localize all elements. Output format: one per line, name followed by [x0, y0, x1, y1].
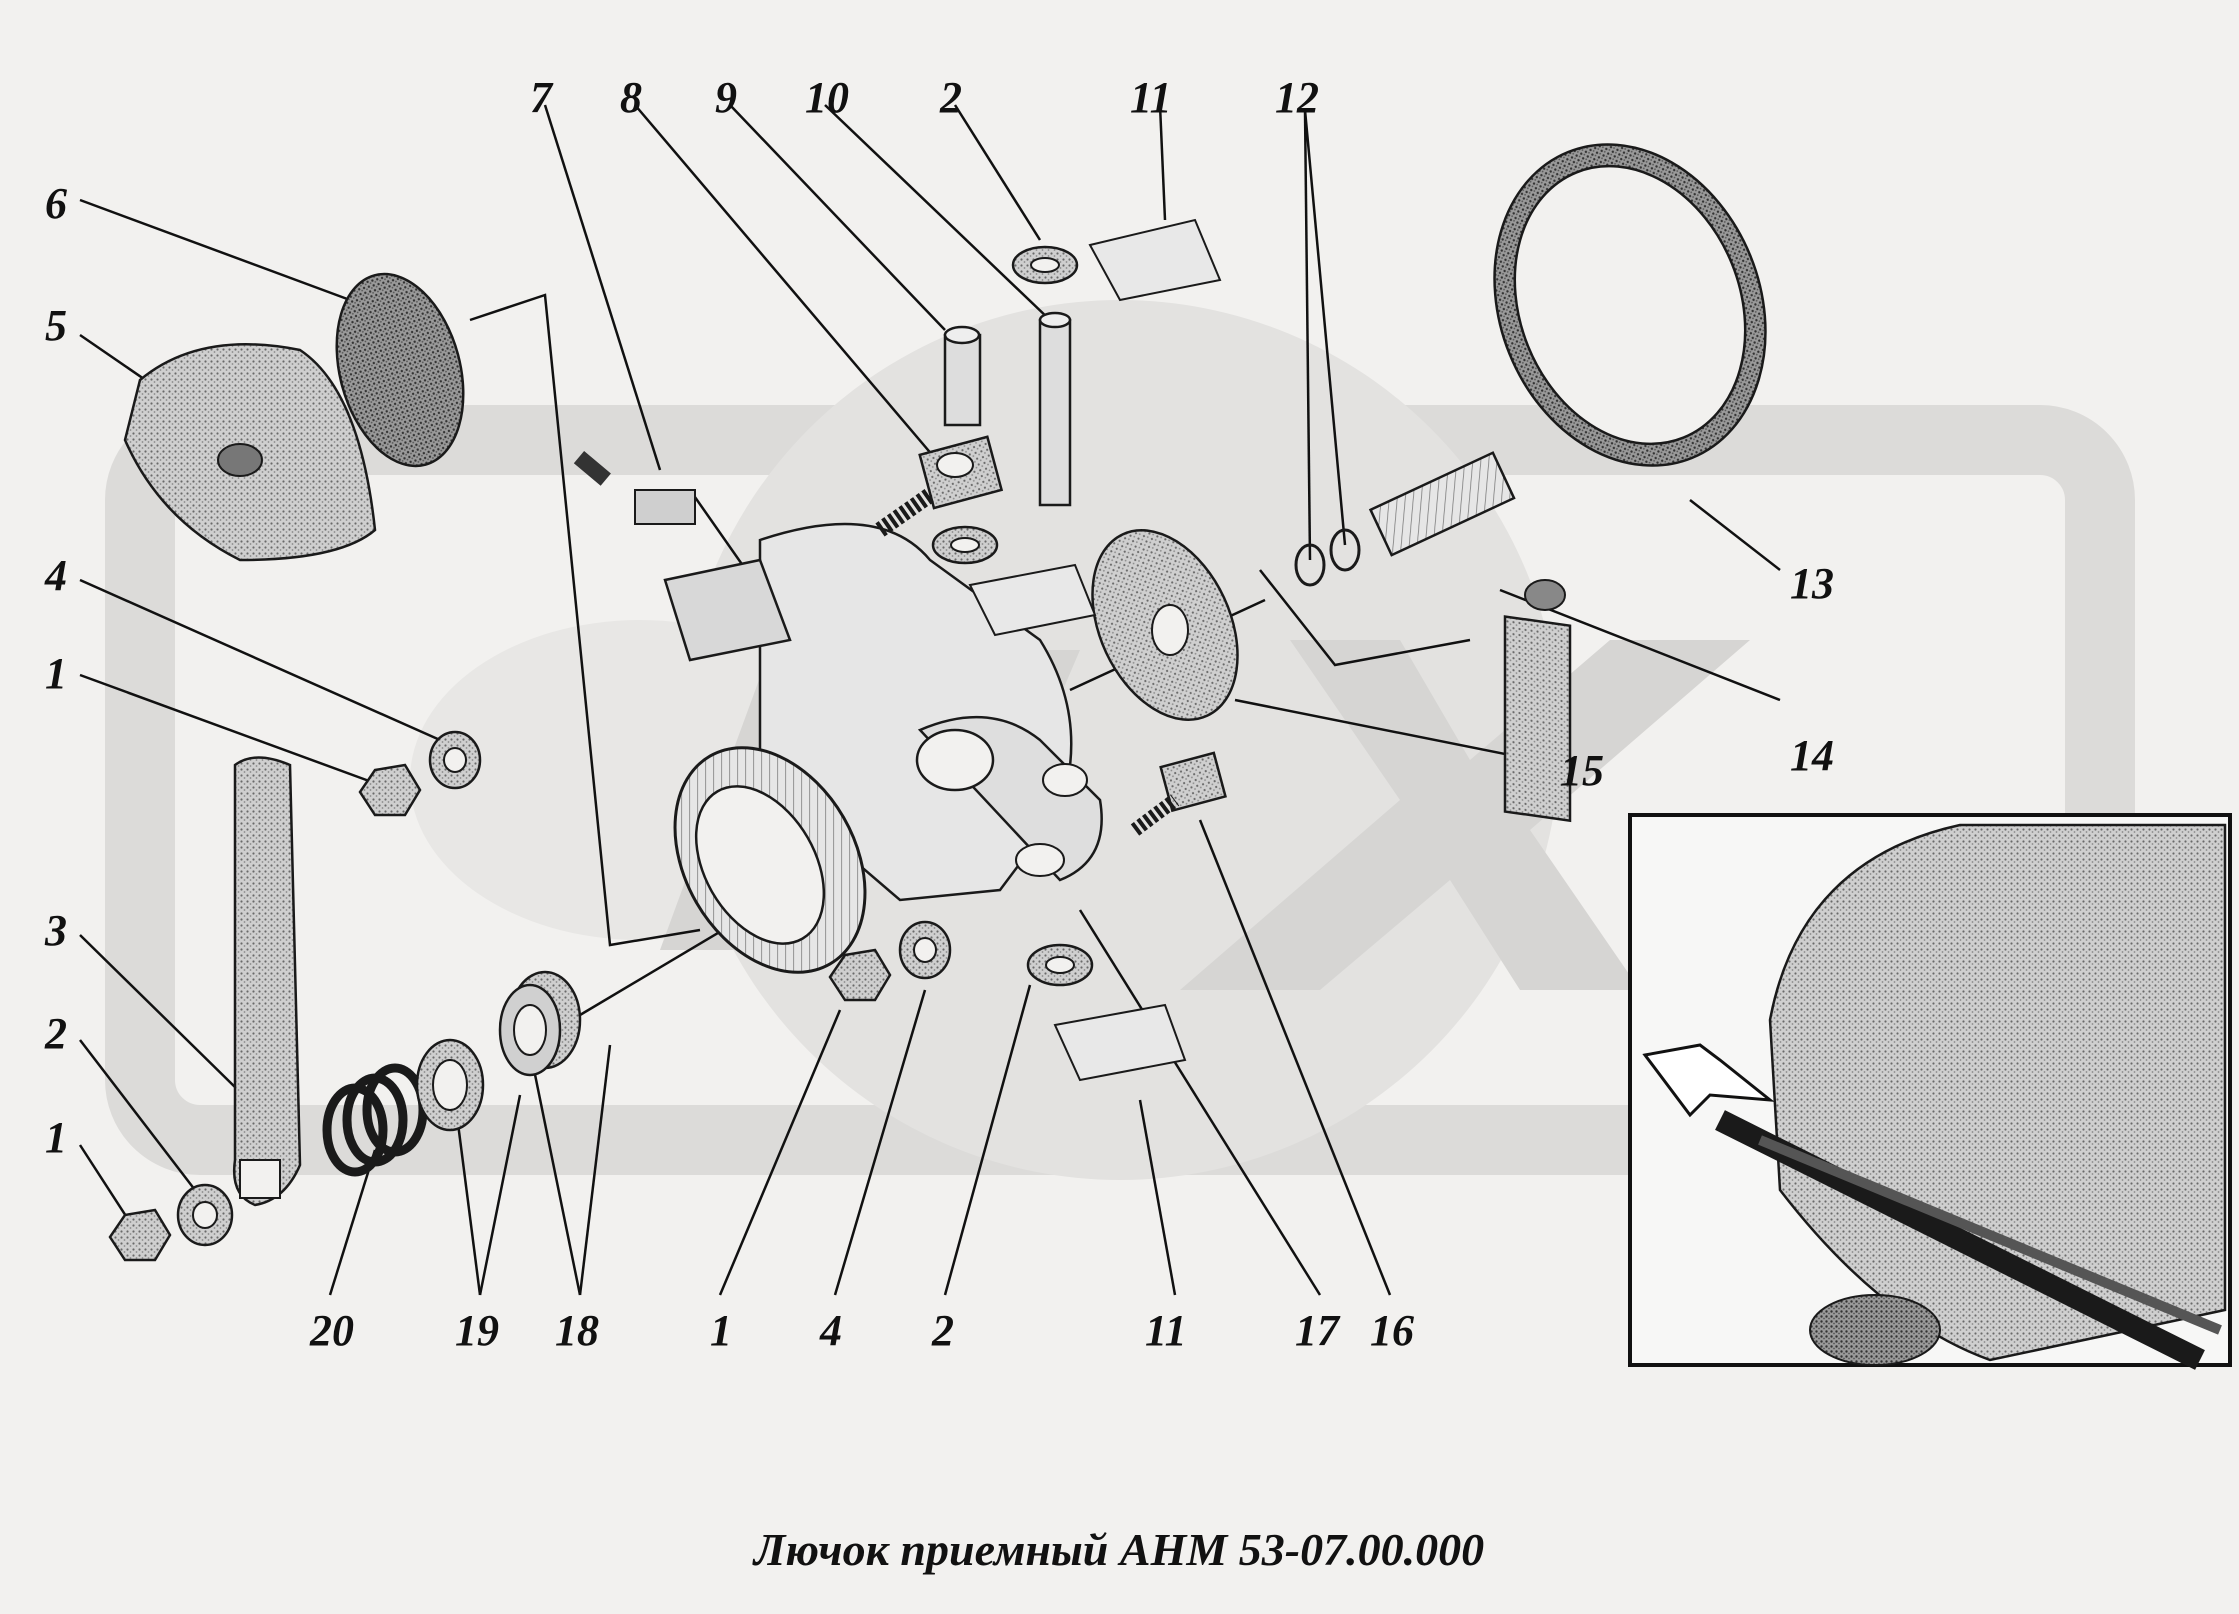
nuts [108, 763, 892, 1262]
callout-13: 13 [1790, 559, 1834, 608]
part-gasket-disk [335, 272, 465, 468]
washers [176, 245, 1094, 1247]
callout-5: 5 [45, 301, 67, 350]
callout-18: 18 [555, 1306, 599, 1355]
callout-20: 20 [309, 1306, 354, 1355]
diagram-title: Лючок приемный АНМ 53-07.00.000 [752, 1524, 1484, 1575]
callout-11-bottom: 11 [1145, 1306, 1187, 1355]
callout-4-bottom: 4 [819, 1306, 842, 1355]
callout-14: 14 [1790, 731, 1834, 780]
part-disk [1091, 529, 1239, 721]
callout-15: 15 [1560, 746, 1604, 795]
part-cover [123, 343, 377, 562]
callout-1-left: 1 [45, 649, 67, 698]
callout-16: 16 [1370, 1306, 1414, 1355]
callout-12: 12 [1275, 73, 1319, 122]
callout-labels: 7 8 9 10 2 11 12 6 5 4 1 3 2 1 13 14 15 … [44, 73, 1834, 1355]
part-valve [573, 450, 696, 525]
part-large-ring [1493, 143, 1767, 467]
callout-19: 19 [455, 1306, 499, 1355]
part-bushings [415, 1038, 485, 1132]
callout-4-left: 4 [44, 551, 67, 600]
callout-10: 10 [805, 73, 849, 122]
part-lever [232, 756, 302, 1207]
callout-2-bottom: 2 [931, 1306, 954, 1355]
callout-1-bottom-left: 1 [45, 1113, 67, 1162]
callout-8: 8 [620, 73, 642, 122]
part-sleeves [498, 970, 582, 1077]
part-pin [943, 325, 982, 427]
callout-2-left: 2 [44, 1009, 67, 1058]
callout-2-top: 2 [939, 73, 962, 122]
part-rod [1038, 311, 1072, 507]
part-fitting [875, 435, 1004, 537]
callout-9: 9 [715, 73, 737, 122]
leader-lines [78, 104, 1781, 1296]
part-cotter-pins [968, 218, 1222, 1082]
callout-7: 7 [530, 73, 554, 122]
callout-3: 3 [44, 906, 67, 955]
callout-11-top: 11 [1130, 73, 1172, 122]
callout-1-bottom: 1 [710, 1306, 732, 1355]
callout-6: 6 [45, 179, 67, 228]
part-oring-1 [1294, 543, 1326, 587]
callout-17: 17 [1295, 1306, 1341, 1355]
part-fitting-right [1130, 751, 1227, 836]
part-oring-2 [1329, 528, 1361, 572]
part-bracket-shaft [1368, 451, 1572, 823]
inset-detail [1628, 813, 2232, 1370]
